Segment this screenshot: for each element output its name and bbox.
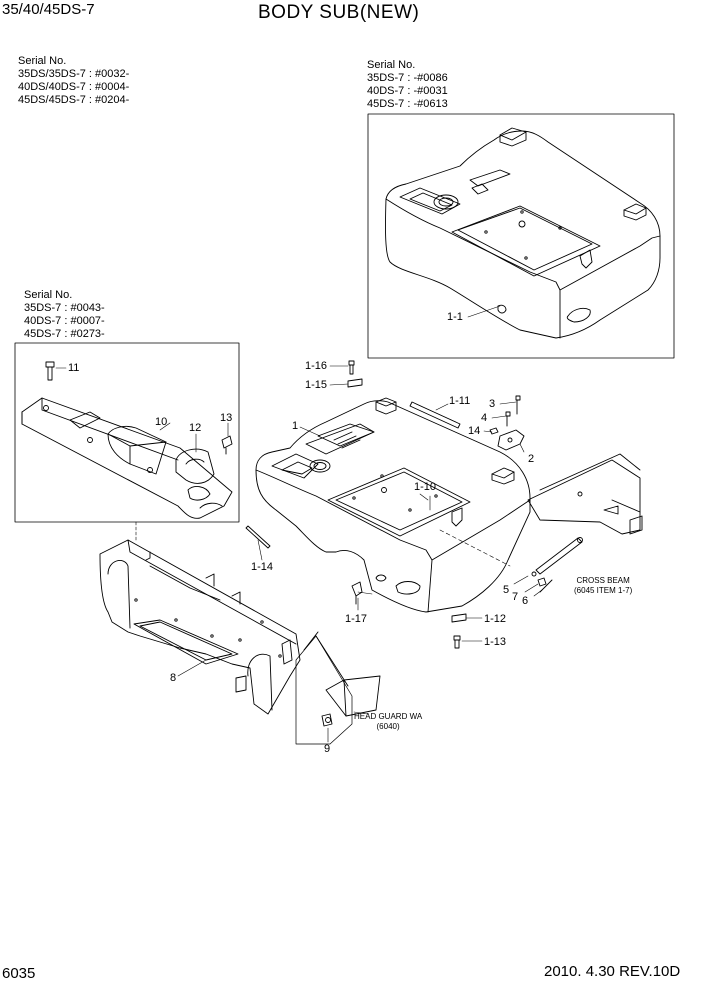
clip-13 — [221, 435, 233, 455]
head-guard-rail — [295, 631, 381, 745]
callout-9: 9 — [324, 743, 331, 755]
callout-1-14: 1-14 — [251, 561, 274, 573]
serial-line: 45DS-7 : -#0613 — [367, 98, 448, 110]
serial-line: 35DS-7 : -#0086 — [367, 72, 448, 84]
callout-14: 14 — [468, 425, 481, 437]
serial-heading: Serial No. — [18, 55, 67, 67]
callout-13: 13 — [220, 412, 233, 424]
rod-1-14 — [245, 525, 271, 549]
clip-1-12 — [451, 613, 467, 623]
note-head-guard: HEAD GUARD WA (6040) — [354, 712, 422, 732]
model-label: 35/40/45DS-7 — [2, 1, 95, 18]
note-line: (6040) — [376, 722, 400, 731]
callout-1-11: 1-11 — [449, 395, 471, 407]
page-number: 6035 — [2, 965, 36, 982]
callout-8: 8 — [170, 672, 177, 684]
callout-12: 12 — [189, 422, 202, 434]
callout-4: 4 — [481, 412, 488, 424]
callout-1-13: 1-13 — [484, 636, 507, 648]
bolt-1-16 — [348, 360, 355, 375]
serial-line: 40DS-7 : -#0031 — [367, 85, 448, 97]
bolt-1-13 — [453, 635, 461, 649]
callout-1-12: 1-12 — [484, 613, 507, 625]
bracket-8 — [99, 539, 301, 715]
callout-5: 5 — [503, 584, 510, 596]
bolt-11 — [45, 361, 55, 381]
callout-10: 10 — [155, 416, 168, 428]
serial-block-main: Serial No. 35DS/35DS-7 : #0032- 40DS/40D… — [18, 55, 129, 107]
serial-line: 40DS-7 : #0007- — [24, 315, 105, 327]
callout-6: 6 — [522, 595, 529, 607]
leader-1-1 — [467, 305, 501, 318]
cover-assembly — [21, 397, 233, 519]
callout-1-17: 1-17 — [345, 613, 368, 625]
old-body-shell — [385, 127, 661, 339]
serial-block-cover: Serial No. 35DS-7 : #0043- 40DS-7 : #000… — [24, 289, 105, 341]
serial-block-old-body: Serial No. 35DS-7 : -#0086 40DS-7 : -#00… — [367, 59, 448, 111]
serial-heading: Serial No. — [24, 289, 73, 301]
main-body-shell — [255, 397, 531, 613]
serial-line: 45DS-7 : #0273- — [24, 328, 105, 340]
callout-1-10: 1-10 — [414, 481, 437, 493]
note-line: CROSS BEAM — [576, 576, 630, 585]
callout-1-15: 1-15 — [305, 379, 328, 391]
serial-line: 35DS-7 : #0043- — [24, 302, 105, 314]
inset-frame-cover — [14, 342, 240, 523]
callout-2: 2 — [528, 453, 535, 465]
serial-line: 40DS/40DS-7 : #0004- — [18, 81, 130, 93]
page-title: BODY SUB(NEW) — [258, 2, 420, 23]
callout-1: 1 — [292, 420, 299, 432]
callout-1-16: 1-16 — [305, 360, 328, 372]
note-line: HEAD GUARD WA — [354, 712, 423, 721]
pad-1-15 — [347, 378, 363, 388]
callout-7: 7 — [512, 591, 519, 603]
callout-leaders — [159, 365, 543, 677]
note-line: (6045 ITEM 1-7) — [574, 586, 633, 595]
cross-beam — [527, 453, 643, 535]
serial-line: 35DS/35DS-7 : #0032- — [18, 68, 130, 80]
hinge-1-17 — [351, 581, 363, 605]
gas-spring — [531, 537, 583, 593]
callout-11: 11 — [68, 362, 80, 374]
note-cross-beam: CROSS BEAM (6045 ITEM 1-7) — [574, 576, 632, 596]
callout-1-1: 1-1 — [447, 311, 463, 323]
callout-3: 3 — [489, 398, 496, 410]
revision-date: 2010. 4.30 REV.10D — [544, 963, 681, 980]
serial-heading: Serial No. — [367, 59, 416, 71]
inset-frame-old-body — [367, 113, 675, 359]
serial-line: 45DS/45DS-7 : #0204- — [18, 94, 130, 106]
